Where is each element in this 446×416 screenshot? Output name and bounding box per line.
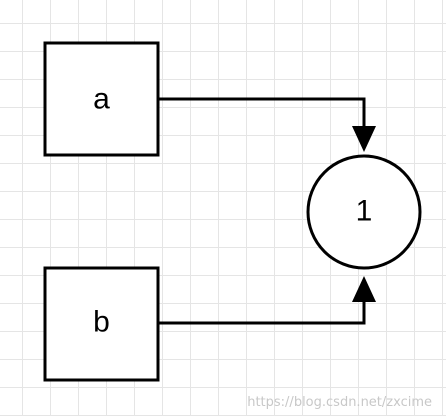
node-a[interactable]: a xyxy=(43,41,160,157)
node-a-label: a xyxy=(93,83,110,116)
node-1[interactable]: 1 xyxy=(306,154,422,270)
node-1-circle xyxy=(306,154,422,270)
node-b-box xyxy=(43,266,160,382)
arrowhead-a-to-1 xyxy=(352,126,376,152)
node-1-label: 1 xyxy=(356,195,373,228)
watermark-text: https://blog.csdn.net/zxcime xyxy=(247,395,432,410)
node-b-label: b xyxy=(93,306,110,339)
arrowhead-b-to-1 xyxy=(352,276,376,302)
node-a-box xyxy=(43,41,160,157)
node-b[interactable]: b xyxy=(43,266,160,382)
edge-b-to-1[interactable] xyxy=(158,298,366,325)
edge-a-to-1[interactable] xyxy=(158,97,366,130)
